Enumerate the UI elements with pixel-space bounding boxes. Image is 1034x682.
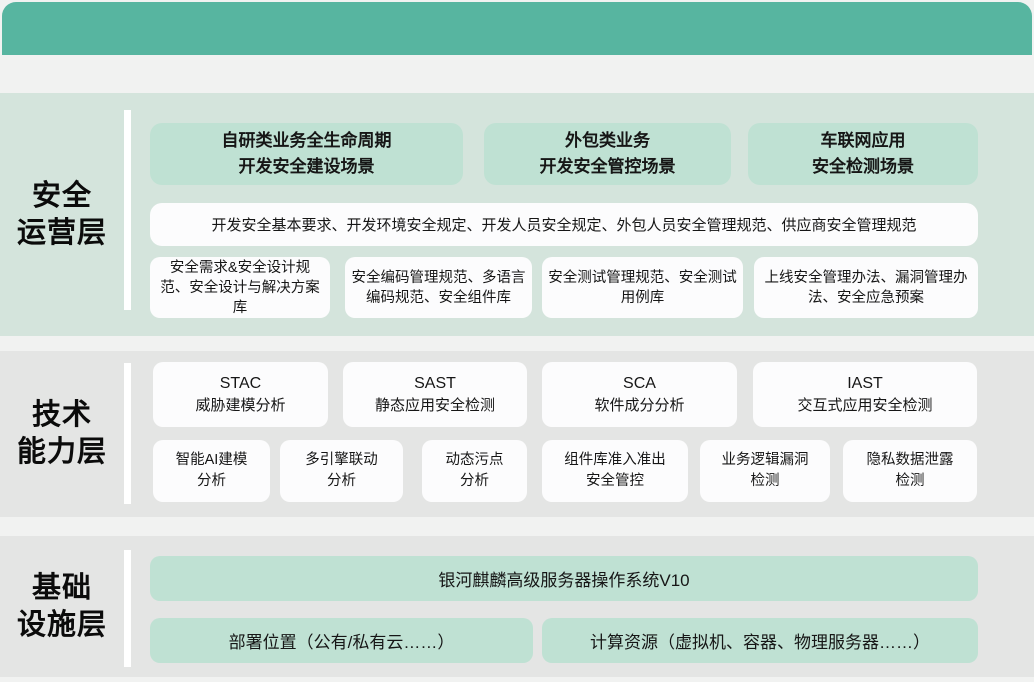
os-box: 银河麒麟高级服务器操作系统V10 bbox=[150, 556, 978, 601]
spec-box-testing: 安全测试管理规范、安全测试用例库 bbox=[542, 257, 743, 318]
tool-name: STAC bbox=[219, 374, 262, 392]
layer-title-technical-capability: 技术 能力层 bbox=[0, 351, 124, 517]
capability-line2: 分析 bbox=[460, 473, 489, 489]
capability-box-dynamic-taint: 动态污点 分析 bbox=[422, 440, 527, 502]
layer-title-line2: 能力层 bbox=[16, 436, 107, 468]
capability-line1: 智能AI建模 bbox=[175, 452, 248, 468]
tool-name: SAST bbox=[414, 374, 456, 392]
scenario-line2: 开发安全管控场景 bbox=[539, 157, 676, 176]
capability-box-multi-engine: 多引擎联动 分析 bbox=[280, 440, 403, 502]
scenario-box-self-developed: 自研类业务全生命周期 开发安全建设场景 bbox=[150, 123, 463, 185]
tool-name: SCA bbox=[623, 374, 656, 392]
spec-box-release: 上线安全管理办法、漏洞管理办法、安全应急预案 bbox=[754, 257, 978, 318]
layer-title-line1: 基础 bbox=[31, 571, 92, 604]
spec-box-coding: 安全编码管理规范、多语言编码规范、安全组件库 bbox=[345, 257, 532, 318]
scenario-line2: 安全检测场景 bbox=[812, 157, 914, 176]
capability-line2: 检测 bbox=[750, 473, 780, 489]
layer-title-infrastructure: 基础 设施层 bbox=[0, 536, 124, 677]
capability-line1: 隐私数据泄露 bbox=[866, 452, 954, 468]
capability-box-privacy-leak: 隐私数据泄露 检测 bbox=[843, 440, 977, 502]
resource-box-deployment: 部署位置（公有/私有云……） bbox=[150, 618, 533, 663]
capability-line1: 组件库准入准出 bbox=[564, 452, 666, 468]
layer-technical-capability: 技术 能力层 STAC 威胁建模分析 SAST 静态应用安全检测 SCA 软件成… bbox=[0, 351, 1034, 517]
tool-box-stac: STAC 威胁建模分析 bbox=[153, 362, 328, 427]
capability-line2: 安全管控 bbox=[586, 473, 644, 489]
tool-desc: 交互式应用安全检测 bbox=[797, 396, 933, 414]
capability-line2: 检测 bbox=[895, 473, 925, 489]
capability-box-component-control: 组件库准入准出 安全管控 bbox=[542, 440, 688, 502]
layer-security-operations: 安全 运营层 自研类业务全生命周期 开发安全建设场景 外包类业务 开发安全管控场… bbox=[0, 93, 1034, 336]
top-banner bbox=[2, 2, 1032, 55]
scenario-line1: 自研类业务全生命周期 bbox=[221, 131, 392, 150]
layer-title-line2: 设施层 bbox=[16, 608, 107, 641]
layer-infrastructure: 基础 设施层 银河麒麟高级服务器操作系统V10 部署位置（公有/私有云……） 计… bbox=[0, 536, 1034, 677]
layer-title-line1: 安全 bbox=[31, 179, 92, 212]
capability-line2: 分析 bbox=[197, 473, 226, 489]
capability-line1: 业务逻辑漏洞 bbox=[721, 452, 809, 468]
tool-box-sca: SCA 软件成分分析 bbox=[542, 362, 737, 427]
capability-line2: 分析 bbox=[327, 473, 356, 489]
scenario-line2: 开发安全建设场景 bbox=[238, 157, 375, 176]
vertical-divider bbox=[124, 363, 131, 504]
resource-box-compute: 计算资源（虚拟机、容器、物理服务器……） bbox=[542, 618, 978, 663]
vertical-divider bbox=[124, 110, 131, 310]
tool-desc: 软件成分分析 bbox=[594, 396, 685, 414]
scenario-line1: 车联网应用 bbox=[820, 131, 906, 150]
layer-title-line1: 技术 bbox=[31, 399, 92, 431]
scenario-line1: 外包类业务 bbox=[565, 131, 650, 150]
layer-title-security-operations: 安全 运营层 bbox=[0, 93, 124, 336]
scenario-box-iov: 车联网应用 安全检测场景 bbox=[748, 123, 978, 185]
capability-box-ai-modeling: 智能AI建模 分析 bbox=[153, 440, 270, 502]
tool-box-iast: IAST 交互式应用安全检测 bbox=[753, 362, 977, 427]
tool-desc: 威胁建模分析 bbox=[195, 396, 286, 414]
scenario-box-outsourced: 外包类业务 开发安全管控场景 bbox=[484, 123, 731, 185]
capability-line1: 动态污点 bbox=[445, 452, 504, 468]
vertical-divider bbox=[124, 550, 131, 667]
spec-box-requirements-design: 安全需求&安全设计规范、安全设计与解决方案库 bbox=[150, 257, 330, 318]
tool-box-sast: SAST 静态应用安全检测 bbox=[343, 362, 527, 427]
layer-title-line2: 运营层 bbox=[16, 216, 107, 249]
tool-name: IAST bbox=[847, 374, 883, 392]
policy-bar: 开发安全基本要求、开发环境安全规定、开发人员安全规定、外包人员安全管理规范、供应… bbox=[150, 203, 978, 246]
capability-box-business-logic: 业务逻辑漏洞 检测 bbox=[700, 440, 830, 502]
tool-desc: 静态应用安全检测 bbox=[374, 396, 495, 414]
capability-line1: 多引擎联动 bbox=[305, 452, 378, 468]
